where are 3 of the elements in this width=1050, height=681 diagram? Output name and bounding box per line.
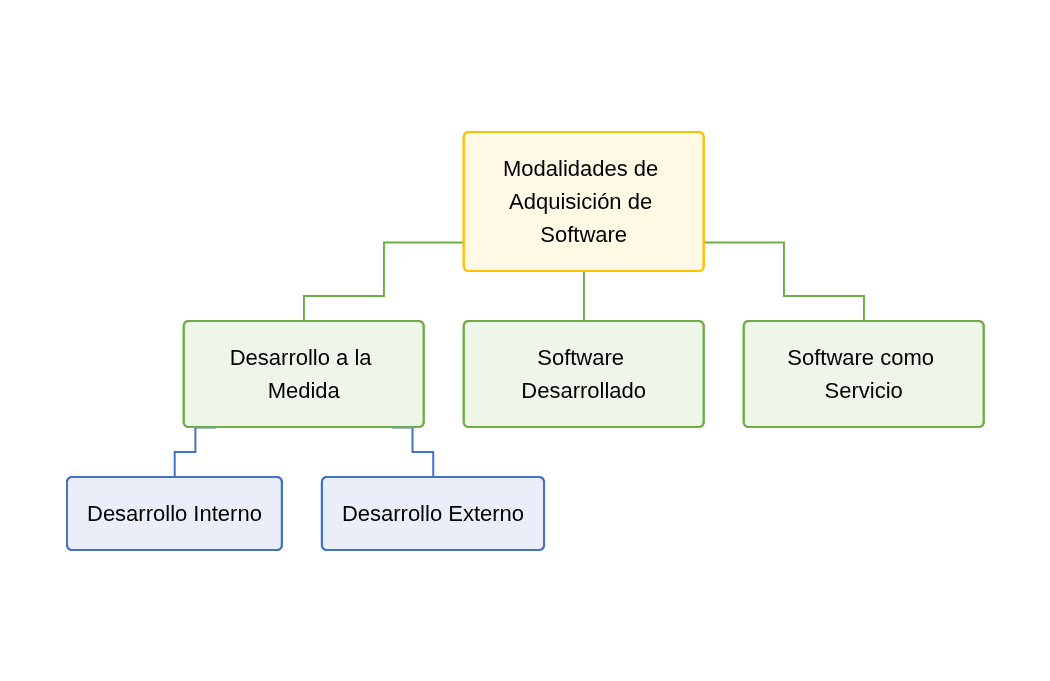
- connector: [390, 426, 435, 478]
- connector: [173, 426, 217, 478]
- connector: [582, 270, 585, 322]
